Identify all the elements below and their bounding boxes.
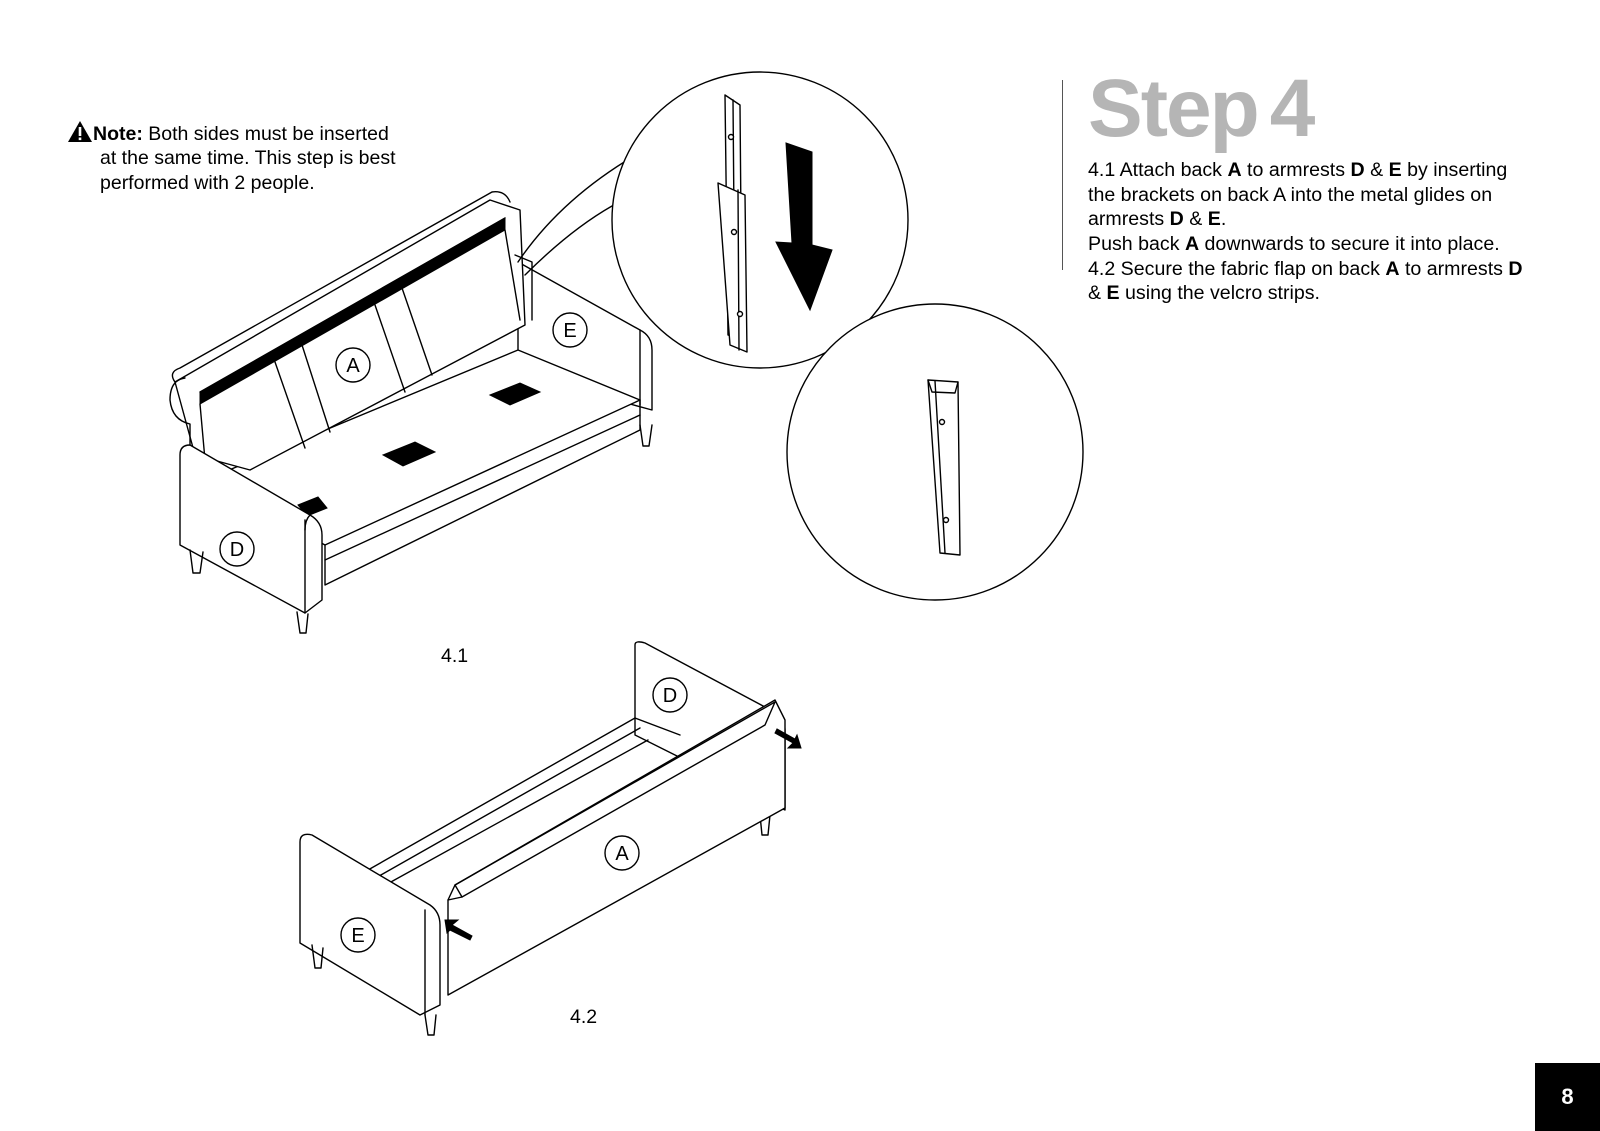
instruction-4-2: 4.2 Secure the fabric flap on back A to …	[1088, 257, 1528, 306]
step-word: Step	[1088, 63, 1260, 154]
detail-zoom-insert	[611, 71, 909, 369]
part-letter: D	[1350, 159, 1365, 181]
instruction-text: 4.1 Attach back	[1088, 159, 1228, 181]
part-letter: E	[1106, 282, 1120, 305]
page-number: 8	[1535, 1063, 1600, 1131]
figure-4-1-label: 4.1	[441, 645, 469, 667]
note-line-3: performed with 2 people.	[100, 171, 315, 194]
step-number: 4	[1269, 63, 1316, 154]
part-letter: A	[1227, 159, 1242, 181]
note-line-1: Both sides must be inserted	[142, 123, 389, 145]
fig1-part-a-label: A	[346, 355, 360, 377]
part-letter: A	[1385, 257, 1400, 280]
instruction-text: downwards to secure it into place.	[1199, 233, 1500, 256]
instruction-text: &	[1364, 159, 1389, 181]
instruction-text: 4.2 Secure the fabric flap on back	[1088, 257, 1386, 280]
figure-4-2-label: 4.2	[570, 1006, 598, 1028]
fig2-part-a-label: A	[615, 843, 629, 865]
part-letter: D	[1508, 257, 1523, 280]
figure-4-2-drawing: A D E	[299, 641, 802, 1036]
detail-zoom-seated	[786, 303, 1084, 601]
fig2-part-d-label: D	[663, 685, 677, 707]
instruction-text: Push back	[1088, 233, 1185, 256]
part-letter: A	[1184, 233, 1200, 256]
instruction-text: &	[1183, 208, 1208, 231]
part-letter: D	[1169, 208, 1184, 231]
header-divider	[1062, 80, 1063, 270]
part-letter: E	[1207, 208, 1221, 231]
note-line-2: at the same time. This step is best	[100, 147, 396, 170]
step-instructions: 4.1 Attach back A to armrests D & E by i…	[1088, 158, 1528, 306]
fig1-part-d-label: D	[230, 539, 244, 561]
instruction-text: .	[1220, 208, 1227, 231]
instruction-4-1: 4.1 Attach back A to armrests D & E by i…	[1088, 158, 1528, 232]
fig2-part-e-label: E	[351, 925, 364, 947]
instruction-push-back: Push back A downwards to secure it into …	[1088, 232, 1528, 257]
part-letter: E	[1388, 159, 1402, 181]
warning-icon	[68, 121, 92, 142]
instruction-text: &	[1088, 282, 1107, 305]
note-label: Note:	[93, 123, 143, 145]
instruction-text: to armrests	[1399, 257, 1509, 280]
instruction-text: using the velcro strips.	[1119, 282, 1320, 305]
instruction-text: by inserting the brackets on back A into…	[1088, 159, 1508, 231]
figure-4-1-drawing: A E D	[169, 155, 653, 634]
safety-note: Note: Both sides must be inserted at the…	[67, 120, 467, 195]
instruction-text: to armrests	[1241, 159, 1351, 181]
fig1-part-e-label: E	[563, 320, 576, 342]
